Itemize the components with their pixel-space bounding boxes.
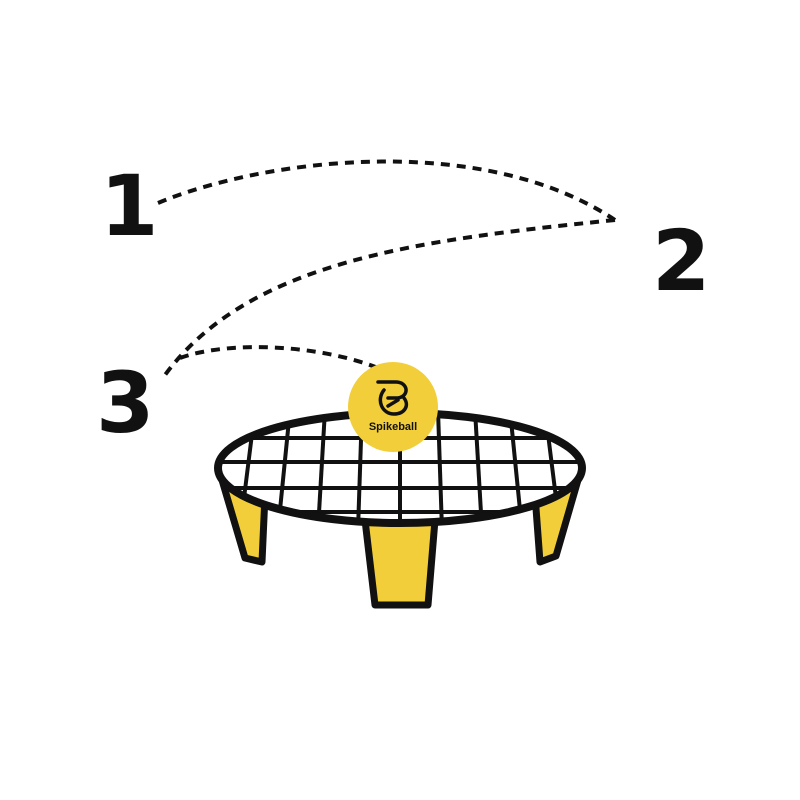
leg-front xyxy=(361,516,439,609)
pass-path-3-to-net xyxy=(179,345,379,370)
label-2: 2 xyxy=(652,212,710,310)
label-3: 3 xyxy=(96,354,154,452)
label-1: 1 xyxy=(100,157,158,255)
ball-brand-text: Spikeball xyxy=(369,421,417,433)
net-legs xyxy=(218,476,582,609)
pass-path-2-to-3 xyxy=(163,218,616,377)
spikeball-logo-icon xyxy=(376,380,409,416)
spikeball-ball: Spikeball xyxy=(348,362,438,452)
pass-path-1-to-2 xyxy=(157,159,617,222)
